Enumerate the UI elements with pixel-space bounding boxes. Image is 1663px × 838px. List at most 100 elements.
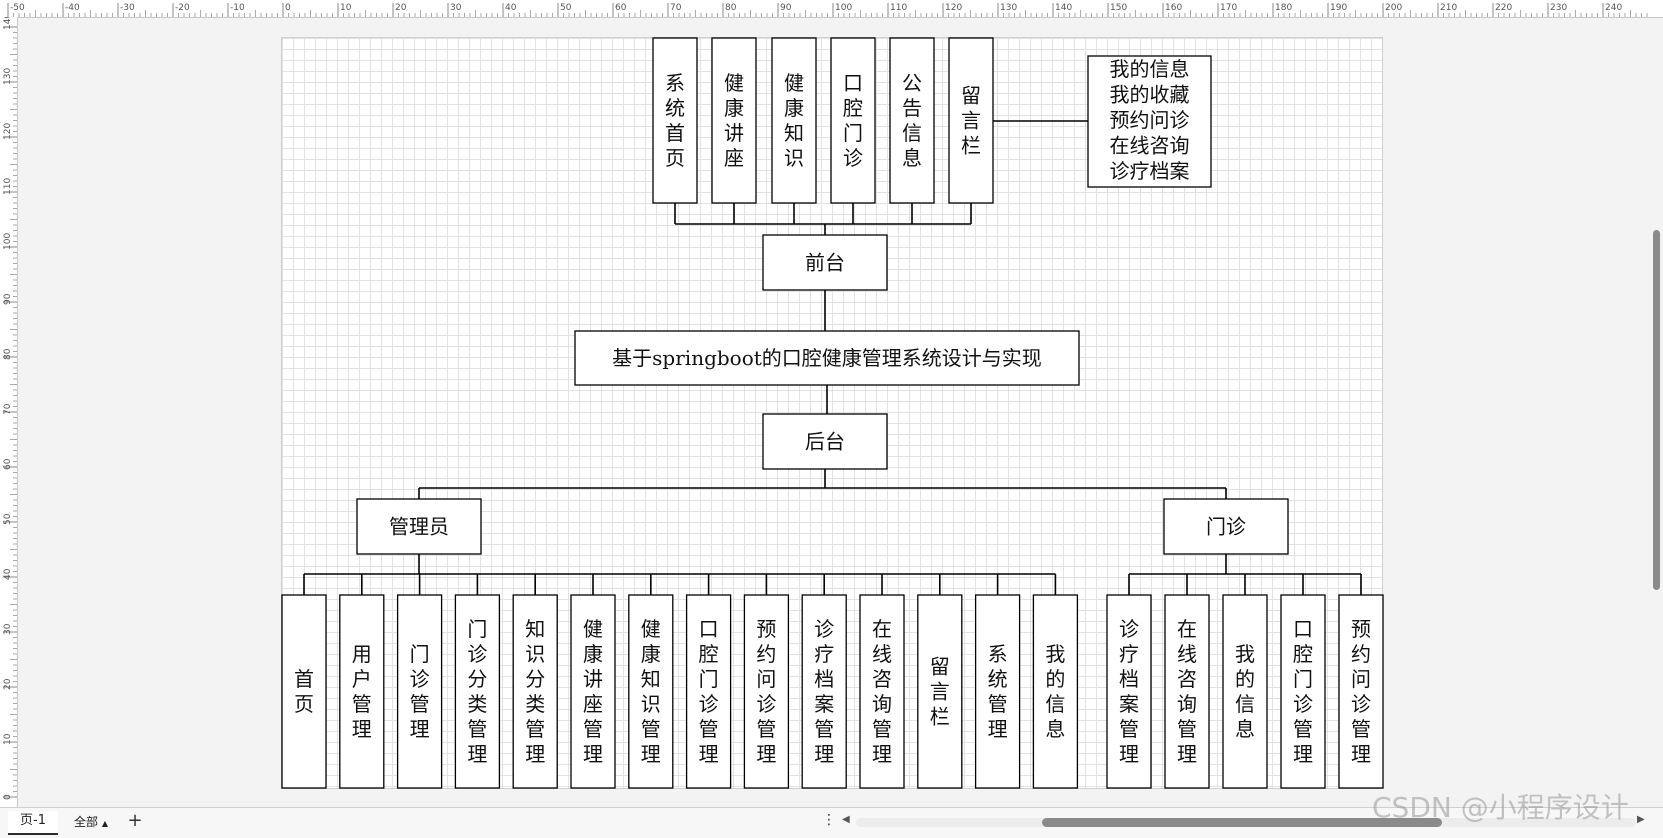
frontend-node-label: 公告信息 — [902, 71, 922, 170]
admin-function-node[interactable] — [281, 594, 327, 789]
ruler-label: 10 — [340, 3, 352, 13]
admin-function-node[interactable] — [512, 594, 558, 789]
frontend-node-label: 健康讲座 — [724, 71, 744, 170]
ruler-label: 30 — [3, 623, 13, 635]
ruler-label: -10 — [230, 3, 245, 13]
frontend-node[interactable] — [830, 37, 876, 204]
add-page-button[interactable]: + — [127, 810, 143, 831]
ruler-label: 200 — [1385, 3, 1402, 13]
ruler-label: 20 — [395, 3, 407, 13]
ruler-label: 170 — [1220, 3, 1237, 13]
ruler-label: 0 — [285, 3, 291, 13]
ruler-label: 80 — [3, 348, 13, 360]
root-node[interactable] — [574, 330, 1080, 386]
ruler-label: 30 — [450, 3, 462, 13]
user-panel-node[interactable] — [1087, 55, 1212, 188]
admin-function-node-label: 预约问诊管理 — [756, 617, 776, 766]
ruler-label: 240 — [1605, 3, 1622, 13]
frontend-node[interactable] — [711, 37, 757, 204]
admin-function-node[interactable] — [743, 594, 790, 789]
admin-function-node-label: 系统管理 — [988, 642, 1008, 741]
ruler-label: 0 — [3, 794, 13, 800]
vertical-scrollbar-thumb[interactable] — [1653, 230, 1660, 590]
all-pages-label: 全部 — [74, 815, 99, 829]
frontend-hub-node[interactable] — [762, 234, 888, 291]
admin-function-node[interactable] — [454, 594, 501, 789]
admin-function-node[interactable] — [396, 594, 443, 789]
admin-function-node[interactable] — [1032, 594, 1079, 789]
admin-function-node-label: 用户管理 — [352, 642, 372, 741]
admin-function-node[interactable] — [339, 594, 385, 789]
ruler-label: 130 — [3, 68, 13, 85]
horizontal-scrollbar[interactable] — [856, 818, 1636, 827]
ruler-label: 40 — [3, 568, 13, 580]
admin-function-node-label: 口腔门诊管理 — [699, 617, 719, 766]
ruler-label: 210 — [1440, 3, 1457, 13]
ruler-label: 220 — [1495, 3, 1512, 13]
ruler-label: 140 — [1055, 3, 1072, 13]
admin-function-node[interactable] — [628, 594, 674, 789]
ruler-label: 90 — [3, 293, 13, 305]
clinic-function-node[interactable] — [1222, 594, 1268, 789]
ruler-label: 190 — [1330, 3, 1347, 13]
clinic-role-node-label: 门诊 — [1206, 515, 1246, 539]
ruler-label: 50 — [3, 513, 13, 525]
ruler-label: -50 — [10, 3, 25, 13]
clinic-function-node[interactable] — [1280, 594, 1326, 789]
admin-role-node-label: 管理员 — [389, 515, 449, 539]
clinic-function-node-label: 我的信息 — [1235, 642, 1255, 741]
ruler-label: -20 — [175, 3, 190, 13]
admin-function-node[interactable] — [859, 594, 905, 789]
all-pages-menu[interactable]: 全部 ▲ — [66, 811, 116, 833]
clinic-function-node[interactable] — [1338, 594, 1384, 789]
ruler-label: -40 — [65, 3, 80, 13]
admin-function-node-label: 门诊分类管理 — [467, 617, 487, 766]
clinic-function-node[interactable] — [1106, 594, 1152, 789]
admin-function-node[interactable] — [685, 594, 732, 789]
ruler-label: 130 — [1000, 3, 1017, 13]
vertical-scrollbar[interactable] — [1650, 18, 1663, 807]
ruler-label: 50 — [560, 3, 572, 13]
ruler-label: -30 — [120, 3, 135, 13]
admin-role-node[interactable] — [356, 498, 482, 555]
ruler-label: 60 — [3, 458, 13, 470]
ruler-label: 70 — [670, 3, 682, 13]
admin-function-node[interactable] — [974, 594, 1021, 789]
ruler-label: 150 — [1110, 3, 1127, 13]
tab-page-1[interactable]: 页-1 — [8, 811, 58, 835]
admin-function-node-label: 健康讲座管理 — [583, 617, 603, 766]
ruler-label: 20 — [3, 678, 13, 690]
page-tab-bar: 页-1 全部 ▲ + ⋮ ◀ ▶ — [0, 807, 1663, 838]
clinic-function-node[interactable] — [1164, 594, 1210, 789]
admin-function-node[interactable] — [801, 594, 847, 789]
ruler-label: 70 — [3, 403, 13, 415]
ruler-label: 120 — [945, 3, 962, 13]
admin-function-node-label: 留言栏 — [930, 655, 950, 729]
ruler-label: 110 — [890, 3, 907, 13]
frontend-node[interactable] — [889, 37, 935, 204]
frontend-node-label: 系统首页 — [665, 71, 685, 170]
backend-hub-node[interactable] — [762, 413, 888, 470]
admin-function-node[interactable] — [570, 594, 616, 789]
ruler-label: 110 — [3, 178, 13, 195]
scroll-left-arrow-icon[interactable]: ◀ — [842, 814, 850, 825]
admin-function-node-label: 门诊管理 — [410, 642, 430, 741]
more-options-icon[interactable]: ⋮ — [822, 812, 836, 828]
horizontal-scrollbar-thumb[interactable] — [1042, 818, 1442, 827]
admin-function-node-label: 知识分类管理 — [525, 617, 545, 766]
caret-up-icon: ▲ — [101, 819, 108, 828]
scroll-right-arrow-icon[interactable]: ▶ — [1637, 814, 1645, 825]
frontend-hub-node-label: 前台 — [805, 251, 845, 275]
frontend-node-label: 健康知识 — [784, 71, 804, 170]
clinic-function-node-label: 诊疗档案管理 — [1119, 617, 1139, 766]
ruler-label: 100 — [835, 3, 852, 13]
user-panel-node-label: 我的信息我的收藏预约问诊在线咨询诊疗档案 — [1110, 57, 1190, 183]
admin-function-node-label: 我的信息 — [1045, 642, 1065, 741]
admin-function-node-label: 在线咨询管理 — [872, 617, 892, 766]
admin-function-node-label: 首页 — [294, 667, 314, 716]
admin-function-node[interactable] — [917, 594, 963, 789]
